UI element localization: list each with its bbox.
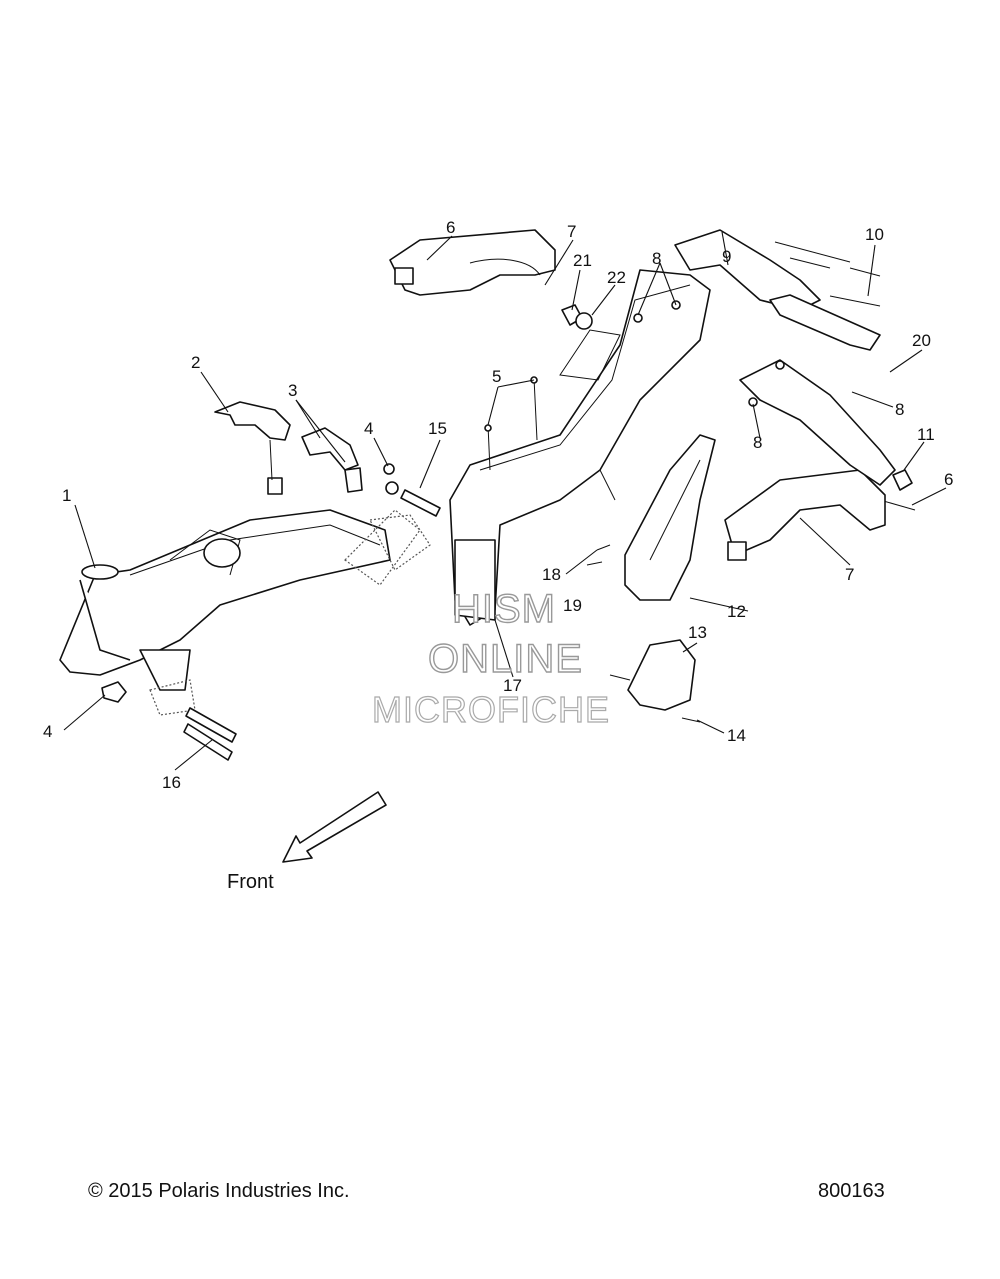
- callout-8a: 8: [652, 249, 661, 268]
- watermark-line1: HISM: [452, 587, 556, 631]
- front-label: Front: [227, 871, 274, 893]
- pin-19-part[interactable]: [586, 561, 603, 566]
- bushing-part[interactable]: [101, 681, 127, 703]
- callout-19: 19: [563, 596, 582, 615]
- cover-part[interactable]: [769, 294, 881, 351]
- watermark-line3: MICROFICHE: [372, 689, 610, 730]
- sleeve-part[interactable]: [400, 489, 441, 517]
- callout-8b: 8: [895, 400, 904, 419]
- callout-1: 1: [62, 486, 71, 505]
- rear-tail-part[interactable]: [739, 359, 896, 486]
- callout-22: 22: [607, 268, 626, 287]
- clamp-part[interactable]: [214, 401, 291, 495]
- callout-6b: 6: [944, 470, 953, 489]
- callout-2: 2: [191, 353, 200, 372]
- callout-10: 10: [865, 225, 884, 244]
- callout-11: 11: [917, 425, 935, 444]
- lower-bracket-part[interactable]: [724, 469, 886, 561]
- clips-part[interactable]: [774, 241, 881, 307]
- watermark-line2: ONLINE: [428, 637, 583, 681]
- callout-7a: 7: [567, 222, 576, 241]
- main-frame-part[interactable]: [449, 269, 711, 626]
- front-arrow-icon: [282, 791, 387, 863]
- bolt-pair-part[interactable]: [484, 376, 538, 471]
- clamp-pair-part[interactable]: [301, 427, 363, 493]
- front-arrow: Front: [227, 791, 387, 893]
- callout-8c: 8: [753, 433, 762, 452]
- callout-12: 12: [727, 602, 746, 621]
- callout-14: 14: [727, 726, 746, 745]
- fastener-8-part[interactable]: [633, 300, 785, 407]
- callout-6a: 6: [446, 218, 455, 237]
- leader-lines: [63, 231, 947, 771]
- fender-part[interactable]: [624, 434, 716, 601]
- bushing-22-part[interactable]: [575, 312, 593, 330]
- callout-4b: 4: [43, 722, 52, 741]
- watermark: HISM ONLINE MICROFICHE: [371, 586, 610, 730]
- callout-9: 9: [722, 247, 731, 266]
- callout-3: 3: [288, 381, 297, 400]
- callout-15: 15: [428, 419, 447, 438]
- front-frame-part[interactable]: [59, 509, 431, 716]
- mount-plate-part[interactable]: [627, 639, 696, 711]
- upper-bracket-part[interactable]: [389, 229, 556, 296]
- callout-7b: 7: [845, 565, 854, 584]
- callout-labels: 1 2 3 4 4 5 6 6 7 7 8 8 8 9 10 11 12 13 …: [43, 218, 953, 792]
- callout-17: 17: [503, 676, 522, 695]
- callout-18: 18: [542, 565, 561, 584]
- nut-part[interactable]: [383, 463, 399, 495]
- callout-21: 21: [573, 251, 592, 270]
- copyright-text: © 2015 Polaris Industries Inc.: [88, 1180, 350, 1202]
- callout-16: 16: [162, 773, 181, 792]
- clip-11-part[interactable]: [892, 469, 913, 491]
- sleeve-pair-part[interactable]: [183, 707, 237, 761]
- callout-20: 20: [912, 331, 931, 350]
- diagram-id: 800163: [818, 1180, 885, 1202]
- callout-13: 13: [688, 623, 707, 642]
- callout-4a: 4: [364, 419, 373, 438]
- screws-part[interactable]: [609, 674, 701, 723]
- callout-5: 5: [492, 367, 501, 386]
- pin-18-part[interactable]: [596, 544, 611, 551]
